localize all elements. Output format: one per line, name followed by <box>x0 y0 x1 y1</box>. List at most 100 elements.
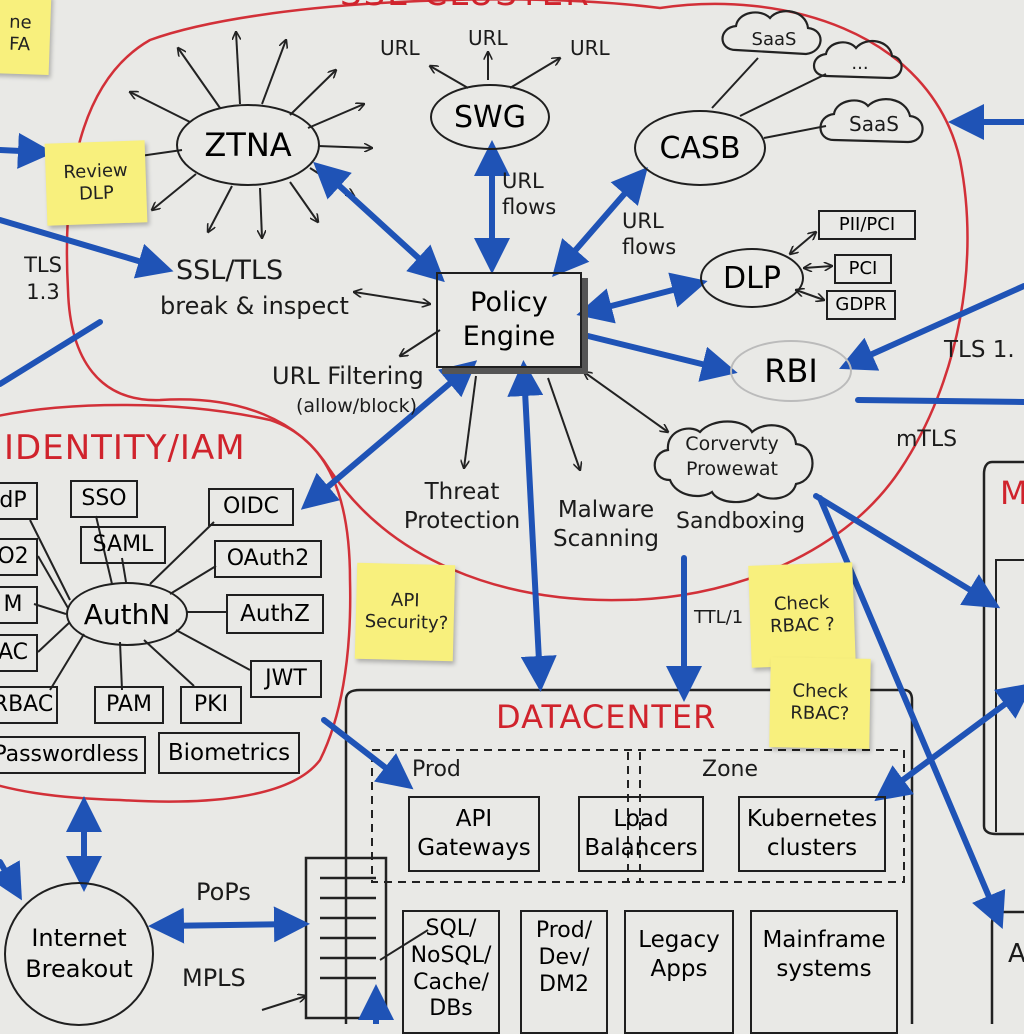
rbi-node[interactable]: RBI <box>730 340 852 402</box>
oauth2-node[interactable]: OAuth2 <box>214 540 322 578</box>
sse-cluster-title: SSE CLUSTER <box>340 0 591 13</box>
prod-dev-label: Prod/ Dev/ DM2 <box>535 918 593 997</box>
saml-node[interactable]: SAML <box>80 526 166 564</box>
url-filtering-sub: (allow/block) <box>296 395 418 417</box>
pki-node[interactable]: PKI <box>180 686 242 724</box>
dlp-tag-gdpr-label: GDPR <box>835 294 887 315</box>
sticky-top-left-text: ne FA <box>8 12 32 56</box>
sse-cluster-outline <box>65 0 969 602</box>
sticky-top-left[interactable]: ne FA <box>0 0 52 76</box>
prod-label: Prod <box>412 757 461 782</box>
zone-label: Zone <box>702 757 759 782</box>
biometrics-node[interactable]: Biometrics <box>158 732 300 774</box>
oidc-label: OIDC <box>222 494 280 519</box>
server-rack-icon <box>304 856 388 1020</box>
saas-2: ... <box>851 53 869 74</box>
swg-node[interactable]: SWG <box>430 84 550 150</box>
tls13-left: TLS 1.3 <box>24 253 62 305</box>
sticky-review-dlp[interactable]: Review DLP <box>44 140 148 226</box>
sticky-api-security-text: API Security? <box>364 590 449 635</box>
sticky-check-rbac-1-text: Check RBAC ? <box>769 592 836 638</box>
authz-node[interactable]: AuthZ <box>226 594 324 634</box>
rbi-label: RBI <box>764 352 818 390</box>
swg-url-flows: URL flows <box>502 169 557 220</box>
right-cluster-title: M <box>1000 474 1024 512</box>
pam-node[interactable]: PAM <box>94 686 164 724</box>
internet-breakout-node[interactable]: Internet Breakout <box>4 882 154 1026</box>
sticky-check-rbac-2[interactable]: Check RBAC? <box>769 657 871 749</box>
passwordless-node[interactable]: Passwordless <box>0 736 146 774</box>
internet-breakout-label: Internet Breakout <box>25 923 133 983</box>
pki-label: PKI <box>193 692 229 717</box>
idp-label: dP <box>0 488 27 513</box>
dlp-tag-pii-pci: PII/PCI <box>818 210 916 240</box>
rbac-label: RBAC <box>0 692 54 717</box>
url-filtering-label: URL Filtering <box>272 362 424 390</box>
authn-node[interactable]: AuthN <box>66 582 188 646</box>
sso-label: SSO <box>81 486 127 511</box>
load-balancers-label: Load Balancers <box>584 806 698 861</box>
o2-label: O2 <box>0 544 29 569</box>
o2-node[interactable]: O2 <box>0 538 38 576</box>
url-label-left: URL <box>380 36 420 60</box>
rbac-node[interactable]: RBAC <box>0 686 58 724</box>
ac-node[interactable]: AC <box>0 634 38 672</box>
ttl-label: TTL/1 <box>694 607 744 628</box>
swg-label: SWG <box>454 99 526 135</box>
jwt-node[interactable]: JWT <box>250 660 322 698</box>
dlp-tag-pci: PCI <box>834 254 892 284</box>
right-cluster-outline <box>982 460 1024 836</box>
m-node[interactable]: M <box>0 586 38 624</box>
cloud-text: Corvervty Prowewat <box>685 433 779 480</box>
prod-dev-node[interactable]: Prod/ Dev/ DM2 <box>520 910 608 1034</box>
mtls-label: mTLS <box>896 427 958 452</box>
legacy-apps-node[interactable]: Legacy Apps <box>624 910 734 1034</box>
ssl-tls-label: SSL/TLS <box>176 255 284 286</box>
url-label-right: URL <box>570 36 610 60</box>
casb-node[interactable]: CASB <box>634 110 766 186</box>
mainframe-label: Mainframe systems <box>762 927 886 982</box>
ac-label: AC <box>0 640 29 665</box>
sandboxing-label: Sandboxing <box>676 509 806 534</box>
kubernetes-node[interactable]: Kubernetes clusters <box>738 796 886 872</box>
kubernetes-label: Kubernetes clusters <box>746 806 878 861</box>
biometrics-label: Biometrics <box>167 740 291 766</box>
ztna-label: ZTNA <box>204 126 292 164</box>
dlp-tag-gdpr: GDPR <box>826 290 896 320</box>
right-a-label: A <box>1008 939 1024 969</box>
saml-label: SAML <box>92 532 154 557</box>
jwt-label: JWT <box>265 666 307 691</box>
mpls-label: MPLS <box>182 964 246 992</box>
idp-node[interactable]: dP <box>0 482 38 520</box>
saas-clouds <box>653 10 924 504</box>
authn-label: AuthN <box>83 597 171 631</box>
dlp-label: DLP <box>723 260 781 296</box>
casb-label: CASB <box>659 130 741 166</box>
sticky-api-security[interactable]: API Security? <box>354 562 456 662</box>
dlp-node[interactable]: DLP <box>700 248 804 308</box>
pam-label: PAM <box>106 692 152 717</box>
identity-cluster-title: IDENTITY/IAM <box>4 428 246 468</box>
policy-engine-label: Policy Engine <box>462 287 556 352</box>
url-label-mid: URL <box>468 26 508 50</box>
policy-engine-node[interactable]: Policy Engine <box>436 272 582 368</box>
sticky-check-rbac-1[interactable]: Check RBAC ? <box>748 562 856 668</box>
sticky-check-rbac-2-text: Check RBAC? <box>790 680 850 725</box>
sticky-review-dlp-text: Review DLP <box>63 160 129 205</box>
load-balancers-node[interactable]: Load Balancers <box>578 796 704 872</box>
pops-label: PoPs <box>196 878 251 906</box>
api-gateways-node[interactable]: API Gateways <box>408 796 540 872</box>
sso-node[interactable]: SSO <box>70 480 138 518</box>
mainframe-node[interactable]: Mainframe systems <box>750 910 898 1034</box>
oidc-node[interactable]: OIDC <box>208 488 294 526</box>
dlp-tag-pii-pci-label: PII/PCI <box>838 214 896 235</box>
api-gateways-label: API Gateways <box>417 806 531 861</box>
tls13-right: TLS 1. <box>944 337 1015 363</box>
authz-label: AuthZ <box>240 601 310 627</box>
m-label: M <box>3 592 23 617</box>
sql-node[interactable]: SQL/ NoSQL/ Cache/ DBs <box>402 910 500 1034</box>
identity-cluster-outline <box>0 403 352 803</box>
ztna-node[interactable]: ZTNA <box>176 104 320 186</box>
ssl-tls-sub: break & inspect <box>160 292 349 320</box>
